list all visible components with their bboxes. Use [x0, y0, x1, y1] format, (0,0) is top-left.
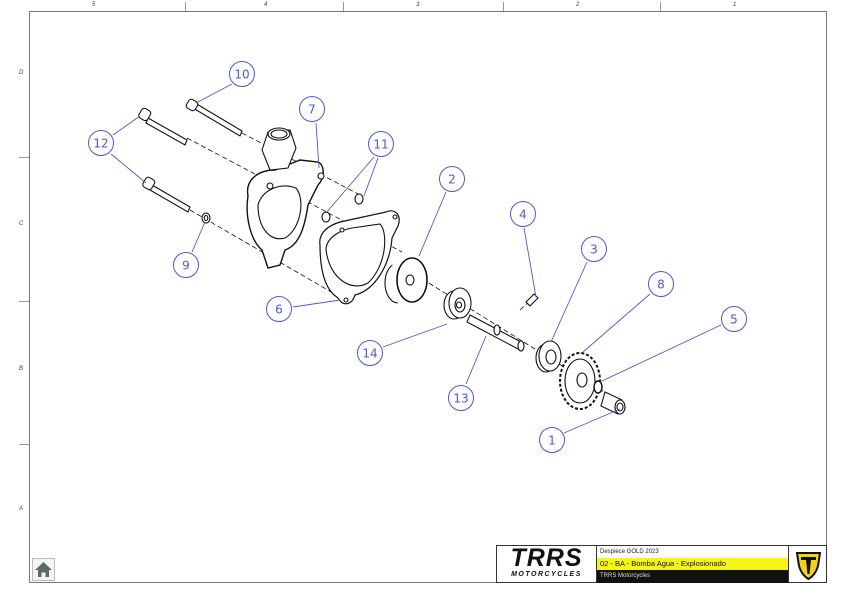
zone-col-3: 3: [416, 2, 420, 8]
balloon-13: 13: [448, 385, 474, 411]
zone-col-2: 2: [576, 2, 580, 8]
bolt-12-lower: [142, 176, 191, 213]
pin-4: [525, 293, 539, 307]
balloon-1: 1: [539, 427, 565, 453]
svg-text:1: 1: [548, 434, 556, 448]
bolt-10: [185, 98, 243, 137]
svg-text:12: 12: [93, 137, 108, 151]
zone-divider: [19, 301, 29, 302]
zone-col-1: 1: [733, 2, 737, 8]
zone-divider: [185, 2, 186, 11]
washer-9: [201, 212, 211, 224]
balloon-2: 2: [439, 166, 465, 192]
zone-divider: [19, 444, 29, 445]
leader-lines: [110, 83, 722, 434]
dowel-11-a: [321, 211, 331, 223]
svg-text:10: 10: [234, 68, 249, 82]
svg-text:2: 2: [448, 173, 456, 187]
bearing-3: [535, 340, 562, 373]
logo-subtext: MOTORCYCLES: [511, 571, 582, 578]
svg-text:9: 9: [182, 259, 190, 273]
drawing-frame: [29, 11, 827, 583]
home-icon: [35, 562, 52, 577]
svg-text:4: 4: [519, 208, 527, 222]
svg-text:7: 7: [308, 103, 316, 117]
svg-text:11: 11: [373, 138, 388, 152]
balloon-9: 9: [173, 252, 199, 278]
circlip-5: [593, 380, 603, 394]
zone-col-5: 5: [92, 2, 96, 8]
balloon-12: 12: [88, 130, 114, 156]
balloon-10: 10: [229, 61, 255, 87]
balloon-4: 4: [510, 201, 536, 227]
impeller-2: [384, 257, 428, 304]
balloon-8: 8: [648, 271, 674, 297]
home-button[interactable]: [32, 558, 55, 581]
svg-text:3: 3: [590, 243, 598, 257]
trrs-shield-icon: [788, 546, 828, 583]
balloon-14: 14: [357, 340, 383, 366]
zone-divider: [19, 157, 29, 158]
svg-text:6: 6: [275, 303, 283, 317]
gear-8: [559, 352, 601, 410]
svg-text:14: 14: [362, 347, 377, 361]
logo-text: TRRS: [510, 544, 583, 572]
pump-cover-7: [246, 127, 325, 269]
svg-text:13: 13: [453, 392, 468, 406]
gasket-6: [319, 210, 400, 305]
balloon-3: 3: [581, 236, 607, 262]
balloon-11: 11: [368, 131, 394, 157]
zone-divider: [343, 2, 344, 11]
zone-divider: [503, 2, 504, 11]
zone-divider: [660, 2, 661, 11]
zone-row-c: C: [19, 221, 24, 227]
drawing-title: 02 - BA - Bomba Agua - Explosionado: [597, 558, 789, 570]
balloon-6: 6: [266, 296, 292, 322]
zone-row-d: D: [19, 70, 24, 76]
zone-row-a: A: [19, 506, 24, 512]
svg-text:8: 8: [657, 278, 665, 292]
document-name: Despiece GOLD 2023: [600, 549, 659, 555]
title-block: TRRS MOTORCYCLES Despiece GOLD 2023 02 -…: [496, 545, 827, 583]
svg-text:5: 5: [730, 313, 738, 327]
bolt-12-upper: [138, 107, 188, 146]
bearing-14: [443, 287, 472, 320]
dowel-11-b: [354, 193, 364, 205]
spacer-1: [600, 391, 626, 415]
trrs-logo: TRRS MOTORCYCLES: [497, 546, 596, 583]
balloon-7: 7: [299, 96, 325, 122]
balloon-5: 5: [721, 306, 747, 332]
zone-row-b: B: [19, 366, 24, 372]
shaft-13: [466, 314, 525, 352]
zone-col-4: 4: [264, 2, 268, 8]
company-name: TRRS Motorcycles: [597, 570, 789, 583]
